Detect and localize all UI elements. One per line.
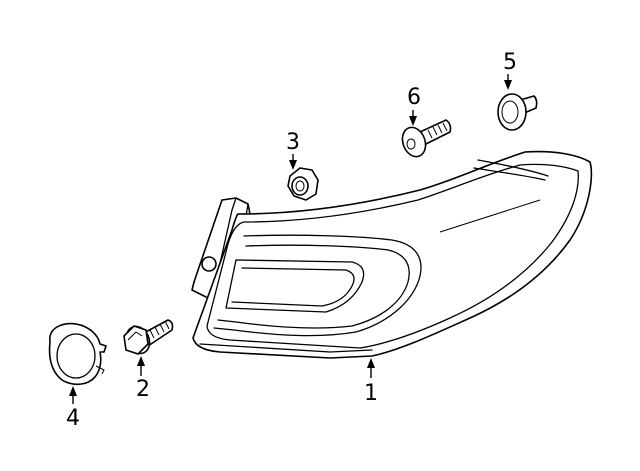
- callout-2: 2: [136, 377, 150, 402]
- lamp-inner-window: [225, 259, 365, 313]
- callout-4: 4: [66, 406, 80, 431]
- grommet: [497, 93, 538, 131]
- lamp-lens-outline: [206, 163, 579, 349]
- tail-lamp-assembly: [191, 150, 593, 359]
- leader-bolt: [137, 356, 145, 376]
- screw: [401, 119, 452, 158]
- bolt: [123, 319, 174, 355]
- leader-cap: [69, 386, 77, 404]
- lamp-light-band: [213, 234, 422, 337]
- cap: [48, 322, 107, 386]
- bracket-hole: [201, 256, 217, 272]
- callout-6: 6: [407, 85, 421, 110]
- leader-lamp: [367, 358, 375, 378]
- callout-5: 5: [503, 50, 517, 75]
- leader-grommet: [504, 74, 512, 90]
- nut: [287, 167, 319, 201]
- callout-1: 1: [364, 381, 378, 406]
- callout-3: 3: [286, 130, 300, 155]
- leader-screw: [409, 110, 417, 126]
- leader-nut: [289, 154, 297, 170]
- lamp-housing: [192, 150, 593, 359]
